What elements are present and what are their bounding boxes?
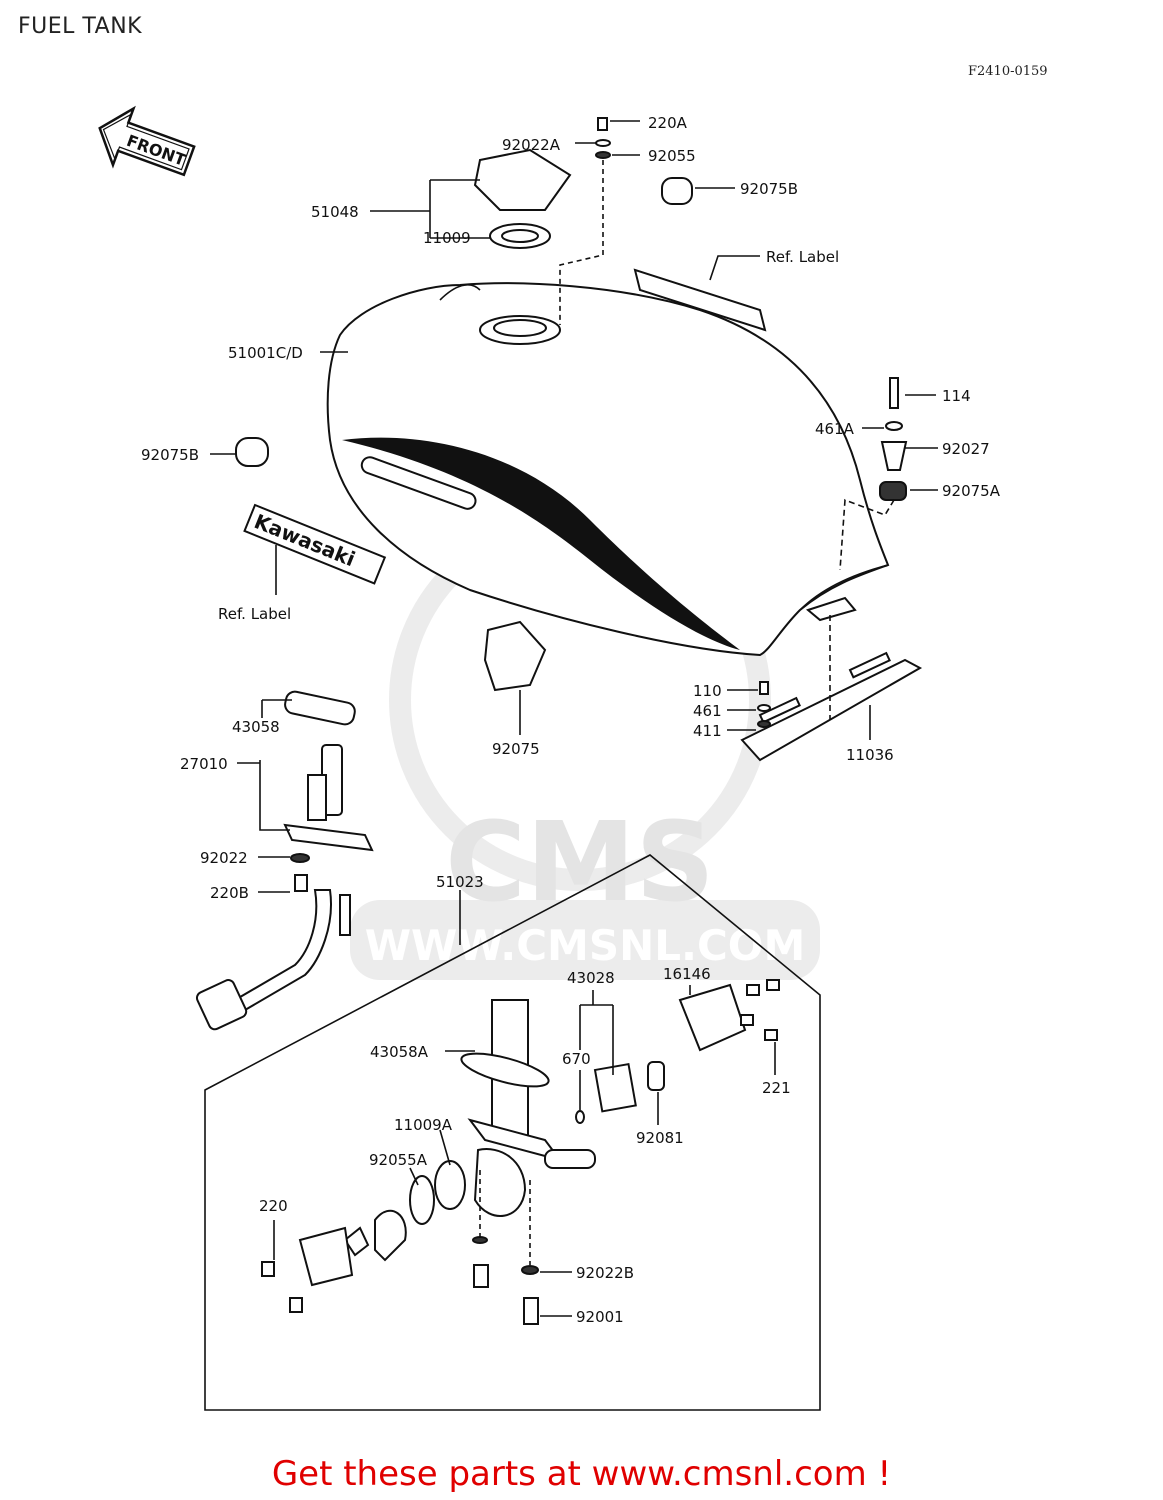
page-title: FUEL TANK <box>18 14 143 39</box>
label-411: 411 <box>693 722 722 740</box>
label-92022B: 92022B <box>576 1264 634 1282</box>
label-51023: 51023 <box>436 873 484 891</box>
label-92055A: 92055A <box>369 1151 428 1169</box>
fuel-sender-assembly <box>195 690 374 1031</box>
label-92055: 92055 <box>648 147 696 165</box>
label-ref-label-left: Ref. Label <box>218 605 291 623</box>
fuel-cap-assembly <box>235 117 908 501</box>
label-92075A: 92075A <box>942 482 1001 500</box>
label-ref-label-top: Ref. Label <box>766 248 839 266</box>
label-11009A: 11009A <box>394 1116 453 1134</box>
label-92022A: 92022A <box>502 136 561 154</box>
label-461A: 461A <box>815 420 855 438</box>
rear-bracket <box>740 498 923 762</box>
label-461: 461 <box>693 702 722 720</box>
label-43058: 43058 <box>232 718 280 736</box>
watermark-url: WWW.CMSNL.COM <box>365 921 806 970</box>
kawasaki-decal: Kawasaki <box>243 503 387 585</box>
label-92022: 92022 <box>200 849 248 867</box>
label-92027: 92027 <box>942 440 990 458</box>
label-27010: 27010 <box>180 755 228 773</box>
tank-rubber-92075 <box>483 620 547 692</box>
label-92001: 92001 <box>576 1308 624 1326</box>
footer-promo-link[interactable]: Get these parts at www.cmsnl.com ! <box>271 1454 892 1494</box>
leader-lines <box>210 120 938 1317</box>
front-arrow: FRONT <box>98 105 196 177</box>
fuel-tap-box <box>204 854 821 1411</box>
label-92081: 92081 <box>636 1129 684 1147</box>
fuel-tank-body <box>326 282 890 657</box>
label-220A: 220A <box>648 114 688 132</box>
label-92075: 92075 <box>492 740 540 758</box>
label-16146: 16146 <box>663 965 711 983</box>
label-220: 220 <box>259 1197 288 1215</box>
watermark-logo: CMS <box>445 798 714 926</box>
label-51048: 51048 <box>311 203 359 221</box>
label-11009: 11009 <box>423 229 471 247</box>
label-221: 221 <box>762 1079 791 1097</box>
label-11036: 11036 <box>846 746 894 764</box>
label-220B: 220B <box>210 884 249 902</box>
label-110: 110 <box>693 682 722 700</box>
label-670: 670 <box>562 1050 591 1068</box>
label-43058A: 43058A <box>370 1043 429 1061</box>
label-92075B-top: 92075B <box>740 180 798 198</box>
diagram-code: F2410-0159 <box>968 64 1048 79</box>
label-92075B-left: 92075B <box>141 446 199 464</box>
label-43028: 43028 <box>567 969 615 987</box>
part-labels: 220A 92022A 92055 92075B 51048 11009 Ref… <box>141 114 1001 1326</box>
label-114: 114 <box>942 387 971 405</box>
label-51001CD: 51001C/D <box>228 344 303 362</box>
